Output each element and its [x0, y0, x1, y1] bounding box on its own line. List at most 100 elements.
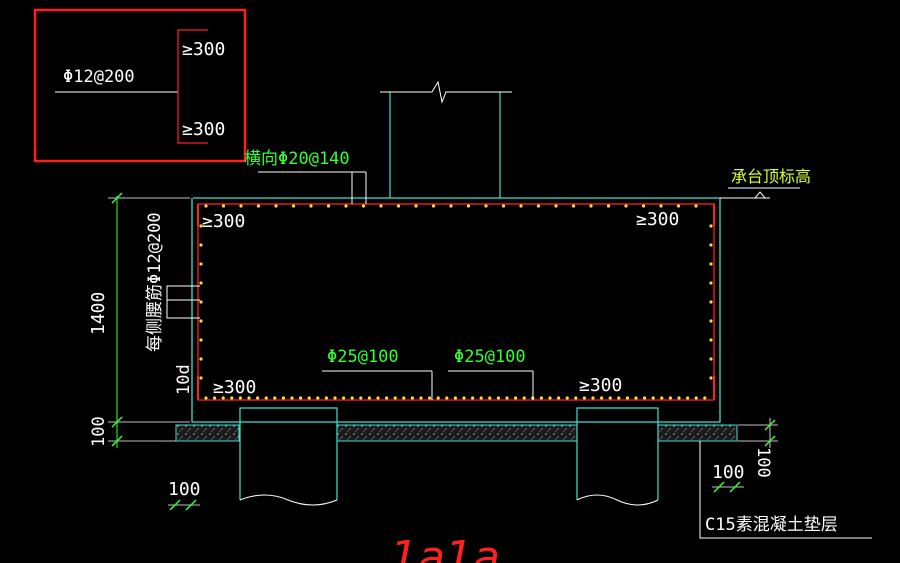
rebar-dot: [505, 396, 509, 400]
leaders: [166, 171, 800, 400]
rebar-dot: [221, 204, 226, 208]
rebar-dot: [299, 396, 303, 400]
rebar-dot: [643, 396, 647, 400]
anchor-bottom-right: ≥300: [579, 375, 622, 396]
rebar-dot: [342, 396, 346, 400]
rebar-dot: [238, 396, 242, 400]
anchor-top-right: ≥300: [636, 209, 679, 230]
detail-rebar-hook: [177, 29, 208, 144]
break-line: [380, 80, 512, 104]
rebar-dot: [519, 204, 523, 208]
rebar-dot: [367, 396, 371, 400]
side-rebar-dot: [199, 319, 203, 323]
side-rebar-dot: [709, 224, 713, 228]
text-labels: 横向Φ20@140 承台顶标高 ≥300 ≥300 ≥300 ≥300 Φ25@…: [88, 149, 838, 563]
rebar-dot: [536, 204, 541, 208]
rebar-dot: [539, 396, 544, 400]
bottom-rebar-dots: [204, 396, 707, 400]
rebar-dot: [659, 204, 663, 208]
left-side-rebar-dots: [199, 224, 203, 380]
rebar-dot: [410, 396, 414, 400]
anchor-bottom-left: ≥300: [213, 377, 256, 398]
side-rebar-dot: [199, 338, 203, 342]
side-rebar-dot: [709, 338, 713, 342]
pile-right: [576, 407, 659, 506]
rebar-dot: [703, 396, 707, 400]
bottom-rebar-right-label: Φ25@100: [454, 347, 526, 367]
bedding-layer: [175, 424, 738, 442]
dim-height-1400: 1400: [88, 292, 109, 335]
transverse-rebar-label: 横向Φ20@140: [244, 149, 350, 169]
pile-cap: [191, 191, 770, 423]
rebar-dot: [686, 396, 690, 400]
rebar-dot: [501, 204, 506, 208]
dim-bottom-100: 100: [89, 416, 109, 447]
rebar-dot: [239, 204, 243, 208]
side-rebar-dot: [709, 319, 713, 323]
rebar-dot: [677, 396, 681, 400]
rebar-dot: [496, 396, 500, 400]
rebar-dot: [479, 396, 483, 400]
rebar-dot: [606, 204, 611, 208]
dim-below-left-100: 100: [168, 479, 201, 500]
rebar-dot: [445, 396, 449, 400]
rebar-dot: [281, 396, 285, 400]
detail-box: Φ12@200 ≥300 ≥300: [33, 8, 247, 163]
rebar-dot: [571, 204, 576, 208]
bottom-title: 1a1a: [390, 532, 500, 563]
column: [380, 80, 512, 198]
rebar-dot: [359, 396, 363, 400]
rebar-dot: [385, 396, 389, 400]
anchor-top-left: ≥300: [202, 211, 245, 232]
rebar-dot: [376, 396, 380, 400]
rebar-dot: [466, 204, 471, 208]
rebar-dot: [488, 396, 492, 400]
side-rebar-dot: [199, 376, 203, 380]
rebar-dot: [344, 204, 348, 208]
side-rebar-dot: [709, 300, 713, 304]
rebar-dot: [326, 204, 331, 208]
pile-left: [239, 407, 338, 506]
rebar-dot: [309, 204, 313, 208]
rebar-dot: [402, 396, 406, 400]
rebar-dot: [694, 204, 698, 208]
rebar-dot: [591, 396, 595, 400]
rebar-dot: [608, 396, 612, 400]
rebar-dot: [625, 396, 630, 400]
rebar-dot: [453, 396, 457, 400]
dim-right-100: 100: [753, 447, 773, 478]
side-rebar-dot: [199, 300, 203, 304]
bottom-rebar-left-label: Φ25@100: [327, 347, 399, 367]
rebar-dot: [694, 396, 698, 400]
rebar-dot: [204, 204, 208, 208]
rebar-dot: [221, 396, 225, 400]
anchor-10d-label: 10d: [174, 364, 194, 395]
rebar-dot: [307, 396, 311, 400]
rebar-dot: [522, 396, 526, 400]
rebar-dot: [393, 396, 397, 400]
rebar-dot: [204, 396, 208, 400]
top-rebar-dots: [204, 204, 698, 208]
side-rebar-dot: [199, 357, 203, 361]
rebar-dot: [256, 204, 261, 208]
dim-below-right-100: 100: [712, 462, 745, 483]
rebar-dot: [641, 204, 646, 208]
rebar-dot: [462, 396, 466, 400]
rebar-dot: [316, 396, 320, 400]
right-side-rebar-dots: [709, 224, 713, 380]
rebar-dot: [514, 396, 518, 400]
rebar-dot: [668, 396, 673, 400]
rebar-dot: [557, 396, 561, 400]
rebar-dot: [554, 204, 558, 208]
side-rebar-dot: [709, 262, 713, 266]
rebar-dot: [290, 396, 294, 400]
rebar-dot: [247, 396, 251, 400]
detail-rebar-label: Φ12@200: [63, 67, 135, 87]
side-rebar-dot: [199, 224, 203, 228]
rebar-dot: [600, 396, 604, 400]
cap-top-elevation-label: 承台顶标高: [731, 167, 811, 186]
rebar-dot: [379, 204, 383, 208]
side-rebar-label: 每侧腰筋Φ12@200: [145, 212, 165, 352]
rebar-dot: [350, 396, 354, 400]
